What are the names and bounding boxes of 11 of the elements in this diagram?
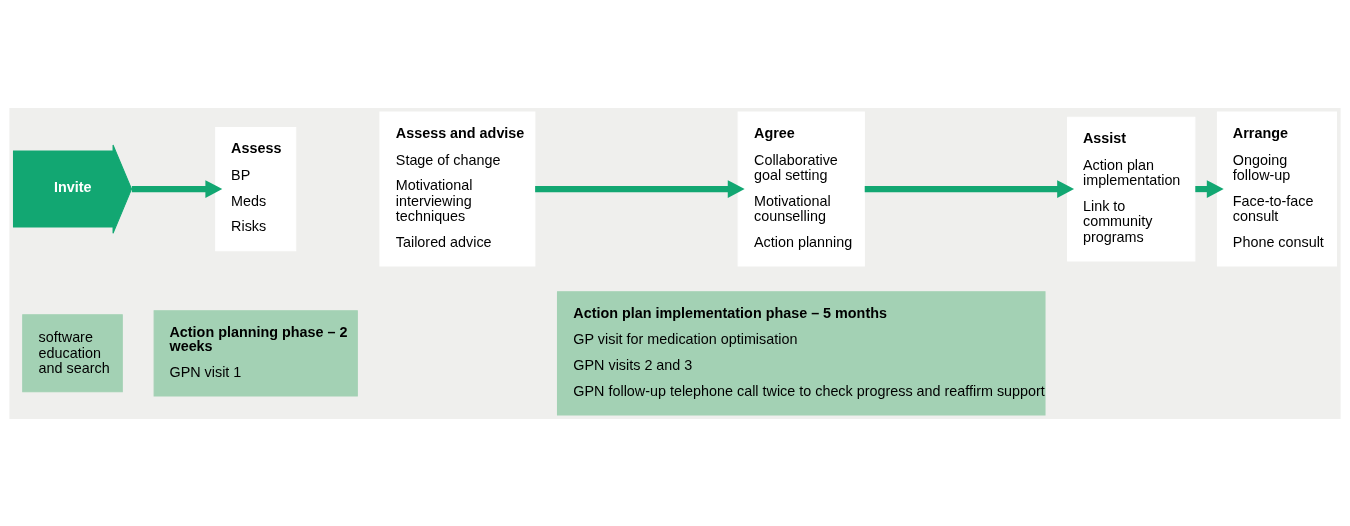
node-box: Agree Collaborative goal setting Motivational counselling Action planning	[737, 111, 865, 267]
node-box: Action plan implementation phase – 5 months GP visit for medication optimisation GPN visits 2 and 3 GPN follow-up telephone call twice to check progress and reaffirm support	[556, 290, 1046, 415]
arrow	[131, 179, 223, 198]
node-box: Action planning phase – 2 weeks GPN visit 1	[153, 309, 358, 396]
node-box: Assess and advise Stage of change Motivational interviewing techniques Tailored advice	[379, 111, 536, 267]
node-box: Arrange Ongoing follow-up Face-to-face consult Phone consult	[1216, 111, 1338, 267]
node-box: software education and search	[22, 313, 123, 392]
arrow	[535, 179, 745, 198]
arrow	[864, 179, 1075, 198]
node-box: Assist Action plan implementation Link to community programs	[1067, 116, 1196, 261]
node-box: Assess BP Meds Risks	[215, 126, 297, 251]
